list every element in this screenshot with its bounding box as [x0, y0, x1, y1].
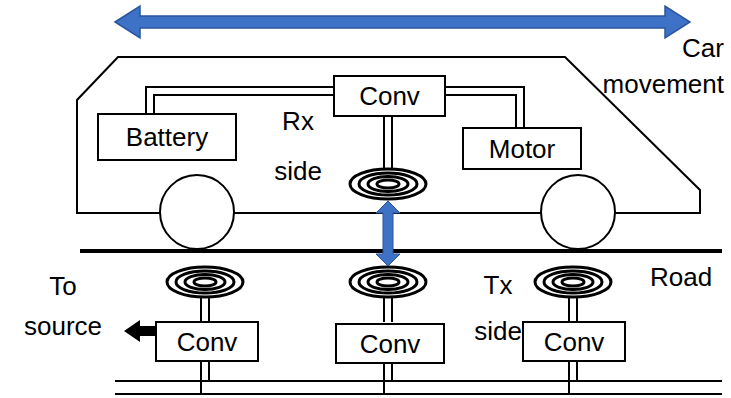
- direction-label: Car movement: [590, 30, 724, 102]
- power-wire: [446, 87, 524, 127]
- coupling-arrow: [376, 201, 400, 266]
- box-text: Motor: [489, 134, 555, 164]
- motor-box: Motor: [462, 127, 582, 170]
- box-text: Battery: [126, 122, 208, 152]
- converter-box: Conv: [155, 321, 259, 362]
- wheel: [541, 175, 615, 249]
- tx-coil: [350, 267, 426, 297]
- battery-box: Battery: [97, 113, 237, 161]
- tx-coil: [535, 267, 611, 297]
- converter-box: Conv: [522, 321, 626, 362]
- box-text: Conv: [177, 327, 238, 357]
- converter-box: Conv: [333, 75, 446, 117]
- box-text: Conv: [360, 329, 421, 359]
- box-text: Conv: [359, 81, 420, 111]
- source-label: To source: [8, 266, 118, 346]
- side-label: Tx side: [466, 262, 530, 354]
- side-label: Rx side: [258, 96, 338, 196]
- converter-box: Conv: [335, 323, 445, 364]
- supply-line: [115, 380, 722, 382]
- road-label: Road: [650, 262, 720, 292]
- box-text: Conv: [544, 327, 605, 357]
- movement-arrow: [115, 6, 690, 38]
- supply-line: [115, 393, 722, 395]
- tx-coil: [167, 267, 243, 297]
- rx-coil: [350, 169, 426, 199]
- wheel: [160, 175, 234, 249]
- road-line: [80, 249, 722, 253]
